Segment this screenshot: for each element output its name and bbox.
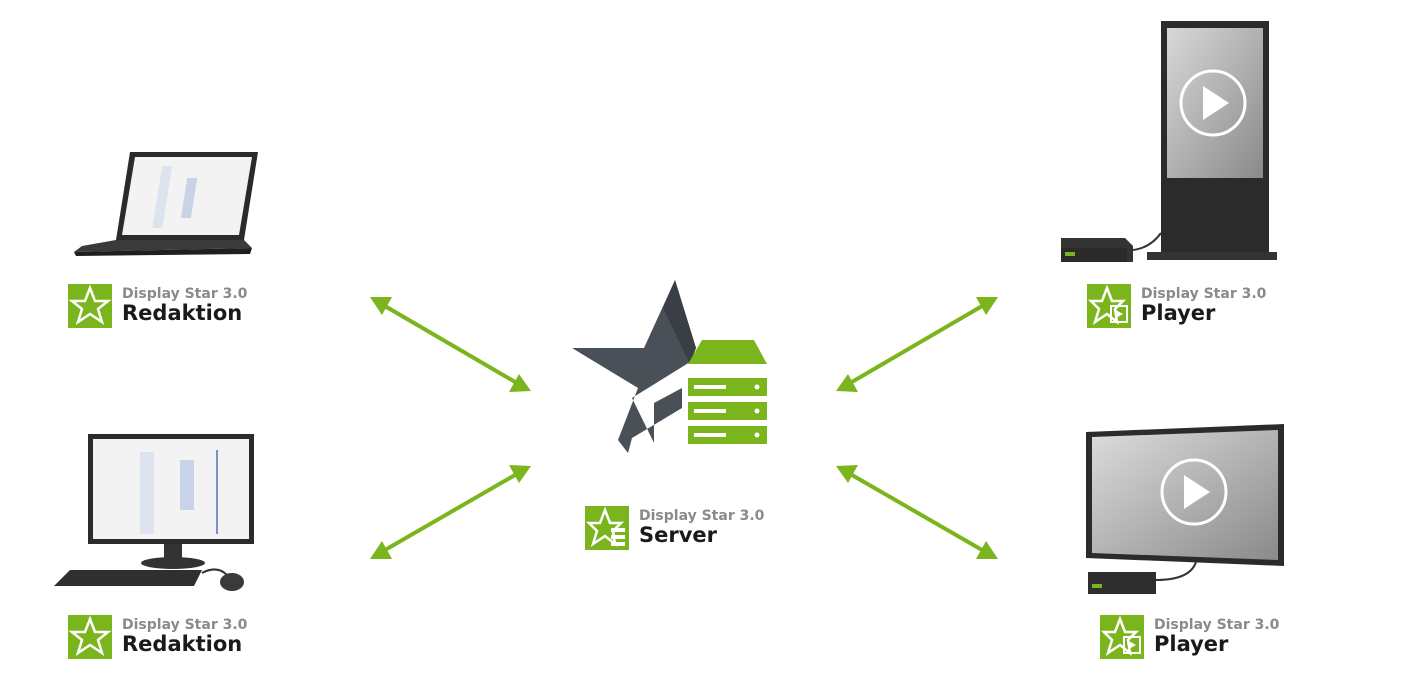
display-star-badge-icon — [68, 284, 112, 328]
laptop-icon — [74, 152, 258, 256]
display-star-player-badge-icon — [1087, 284, 1131, 328]
star-server-icon — [572, 280, 767, 453]
role-name: Player — [1141, 301, 1216, 326]
product-name: Display Star 3.0 — [1141, 285, 1267, 302]
label-player-tv: Display Star 3.0 Player — [1100, 615, 1279, 659]
label-editor-laptop: Display Star 3.0 Redaktion — [68, 284, 247, 328]
arrow-server-kiosk — [843, 300, 991, 388]
arrow-laptop-server — [376, 300, 524, 388]
tv-display-icon — [1086, 424, 1284, 594]
label-player-kiosk: Display Star 3.0 Player — [1087, 284, 1266, 328]
arrow-server-tv — [844, 469, 990, 556]
role-name: Redaktion — [122, 632, 243, 657]
label-server: Display Star 3.0 Server — [585, 506, 764, 550]
product-name: Display Star 3.0 — [1154, 616, 1280, 633]
product-name: Display Star 3.0 — [122, 285, 248, 302]
role-name: Redaktion — [122, 301, 243, 326]
display-star-server-badge-icon — [585, 506, 629, 550]
role-name: Player — [1154, 632, 1229, 657]
arrow-desktop-server — [377, 469, 523, 556]
kiosk-display-icon — [1061, 21, 1277, 262]
product-name: Display Star 3.0 — [639, 507, 765, 524]
role-name: Server — [639, 523, 718, 548]
display-star-player-badge-icon — [1100, 615, 1144, 659]
display-star-badge-icon — [68, 615, 112, 659]
desktop-computer-icon — [54, 434, 254, 591]
label-editor-desktop: Display Star 3.0 Redaktion — [68, 615, 247, 659]
product-name: Display Star 3.0 — [122, 616, 248, 633]
